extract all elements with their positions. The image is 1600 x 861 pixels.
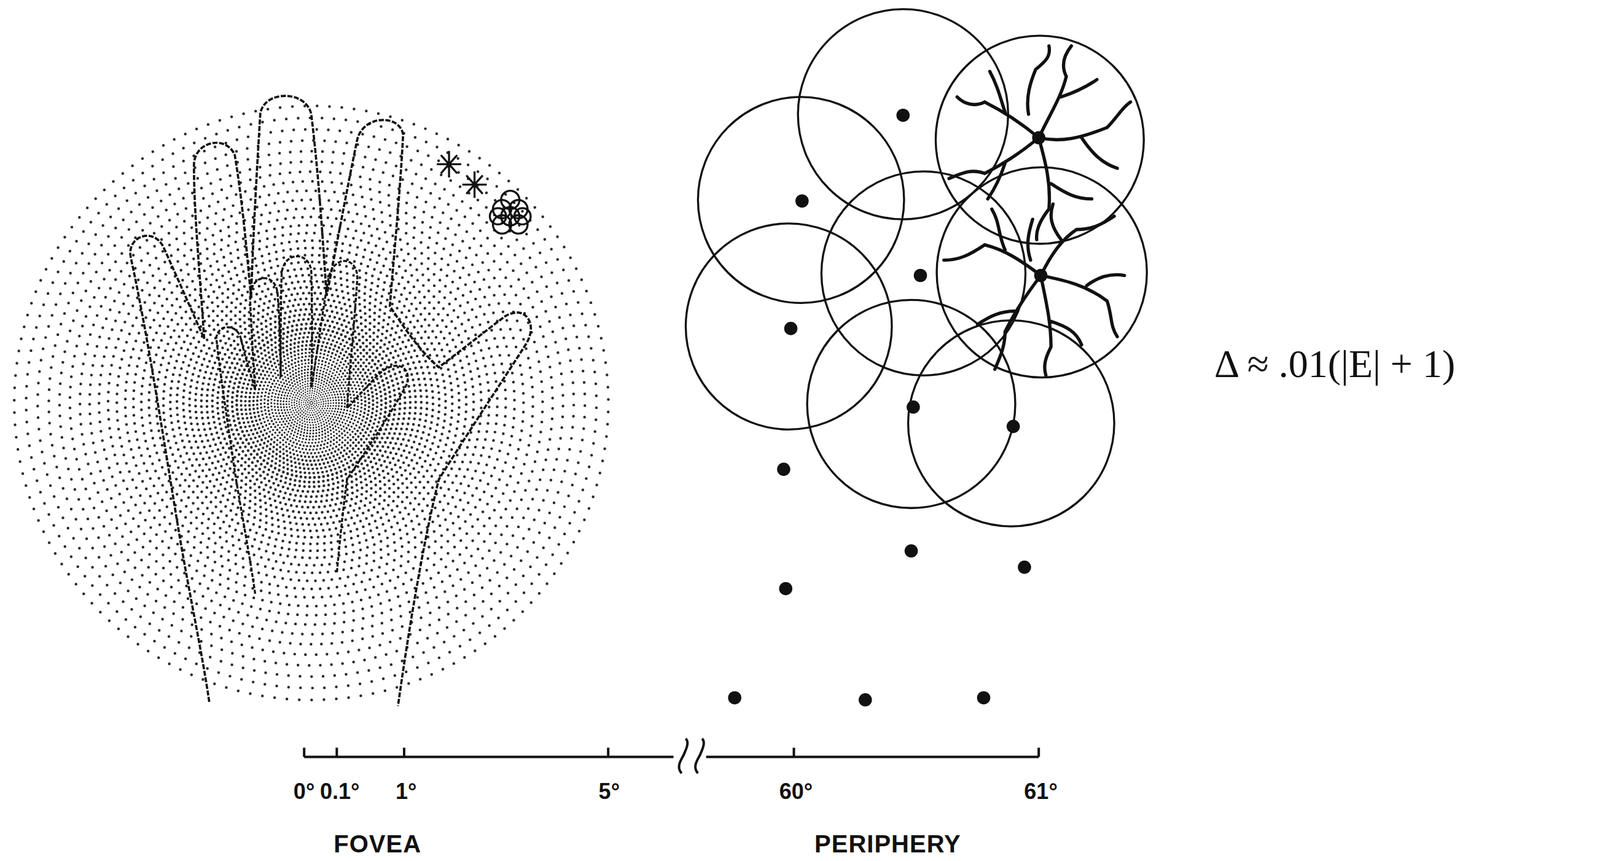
region-label: PERIPHERY (814, 830, 962, 858)
ganglion-cell-dots (727, 108, 1048, 707)
tick-label: 5° (598, 779, 620, 804)
receptor-dots (12, 104, 610, 702)
tick-label: 0.1° (320, 779, 360, 804)
receptive-field-symbols (436, 151, 531, 235)
tick-label: 61° (1023, 779, 1058, 804)
tick-label: 0° (293, 779, 315, 804)
hand-outline (130, 95, 531, 706)
small-hand-outline (216, 256, 408, 594)
formula-text: Δ ≈ .01(|E| + 1) (1214, 342, 1456, 386)
region-label: FOVEA (333, 830, 422, 858)
receptive-field-circles (685, 9, 1147, 527)
tick-label: 1° (395, 779, 417, 804)
tick-label: 60° (779, 779, 813, 804)
eccentricity-axis (304, 738, 1039, 774)
dendrite-tree (944, 46, 1131, 376)
